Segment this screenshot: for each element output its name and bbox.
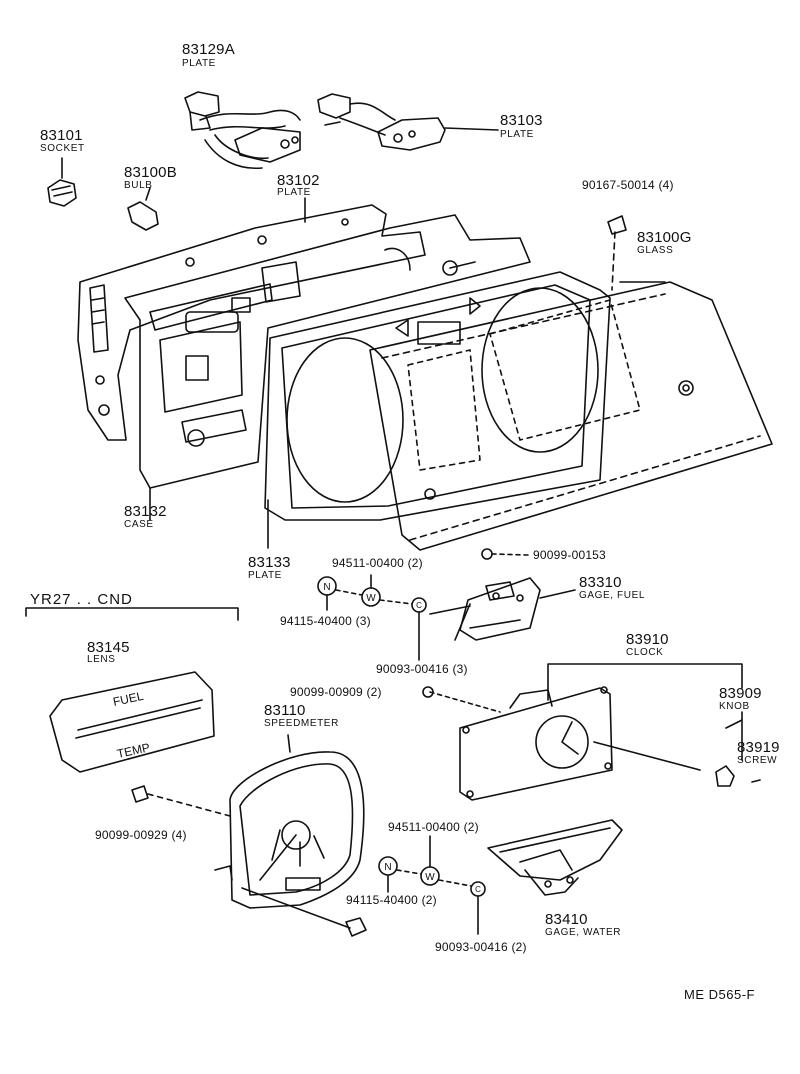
washer-c-letter-water: C <box>475 885 481 894</box>
part-number-83101: 83101 <box>40 127 83 144</box>
part-number-83310: 83310 <box>579 574 622 591</box>
clock-83910-drawing <box>429 663 743 801</box>
washer-n-letter-fuel: N <box>323 582 330 593</box>
screw-83919-drawing <box>751 779 761 783</box>
gage-fuel-83310-drawing <box>429 577 576 641</box>
screw-90099-00153-drawing <box>481 548 529 560</box>
washer-n-water <box>378 856 398 876</box>
part-name-83910: CLOCK <box>626 647 664 658</box>
plate-83129a-drawing <box>184 91 301 170</box>
part-name-83100b: BULB <box>124 180 153 191</box>
part-name-83132: CASE <box>124 519 154 530</box>
gage-water-83410-drawing <box>487 819 623 896</box>
washer-c-letter-fuel: C <box>416 601 422 610</box>
part-number-83102: 83102 <box>277 172 320 189</box>
knob-83909-drawing <box>715 711 743 787</box>
part-number-83909: 83909 <box>719 685 762 702</box>
washer-n-letter-water: N <box>384 862 391 873</box>
fastener-90093-00416-fuel: 90093-00416 (3) <box>376 662 468 676</box>
part-number-83100b: 83100B <box>124 164 177 181</box>
washer-w-letter-fuel: W <box>366 593 376 604</box>
fastener-94511-00400-fuel: 94511-00400 (2) <box>332 556 423 570</box>
part-name-83909: KNOB <box>719 701 750 712</box>
part-number-83919: 83919 <box>737 739 780 756</box>
part-number-83910: 83910 <box>626 631 669 648</box>
part-name-83102: PLATE <box>277 187 311 198</box>
part-name-83101: SOCKET <box>40 143 85 154</box>
fastener-94115-40400-water: 94115-40400 (2) <box>346 893 437 907</box>
part-number-83103: 83103 <box>500 112 543 129</box>
part-name-83919: SCREW <box>737 755 778 766</box>
screw-90099-00929-drawing <box>131 785 231 817</box>
part-number-83145: 83145 <box>87 639 130 656</box>
part-number-83110: 83110 <box>264 702 306 719</box>
variant-note: YR27 . . CND <box>30 591 133 608</box>
variant-bracket <box>25 607 239 621</box>
part-number-83410: 83410 <box>545 911 588 928</box>
part-name-83410: GAGE, WATER <box>545 927 622 938</box>
part-name-83145: LENS <box>87 654 116 665</box>
plate-83103-drawing <box>317 93 499 151</box>
fastener-90099-00153: 90099-00153 <box>533 548 606 562</box>
fastener-90099-00909: 90099-00909 (2) <box>290 685 382 699</box>
bulb-83100b-drawing <box>127 187 159 231</box>
plate-83133-drawing <box>264 271 611 549</box>
part-name-83129a: PLATE <box>182 58 216 69</box>
socket-83101-drawing <box>47 157 77 207</box>
part-name-83133: PLATE <box>248 570 282 581</box>
glass-83100g-drawing <box>369 215 773 551</box>
plate-83102-drawing <box>77 197 426 441</box>
case-83132-drawing <box>124 214 531 521</box>
part-number-83100g: 83100G <box>637 229 692 246</box>
diagram-code: ME D565-F <box>684 987 755 1002</box>
part-name-83310: GAGE, FUEL <box>579 590 646 601</box>
part-number-83132: 83132 <box>124 503 167 520</box>
lens-fuel-text: FUEL <box>112 689 145 709</box>
fastener-94511-00400-water: 94511-00400 (2) <box>388 820 479 834</box>
fastener-94115-40400-fuel: 94115-40400 (3) <box>280 614 371 628</box>
speedometer-83110-drawing <box>214 734 367 937</box>
fastener-90167-50014: 90167-50014 (4) <box>582 178 674 192</box>
lens-83145-drawing <box>49 671 215 773</box>
fastener-90099-00929: 90099-00929 (4) <box>95 828 187 842</box>
screw-90099-00909-drawing <box>422 686 434 698</box>
washer-w-letter-water: W <box>425 872 435 883</box>
part-name-83100g: GLASS <box>637 245 674 256</box>
part-name-83110: SPEEDMETER <box>264 718 339 729</box>
fastener-90093-00416-water: 90093-00416 (2) <box>435 940 527 954</box>
lens-temp-text: TEMP <box>116 740 152 761</box>
part-number-83129a: 83129A <box>182 41 235 58</box>
part-name-83103: PLATE <box>500 129 534 140</box>
part-number-83133: 83133 <box>248 554 291 571</box>
